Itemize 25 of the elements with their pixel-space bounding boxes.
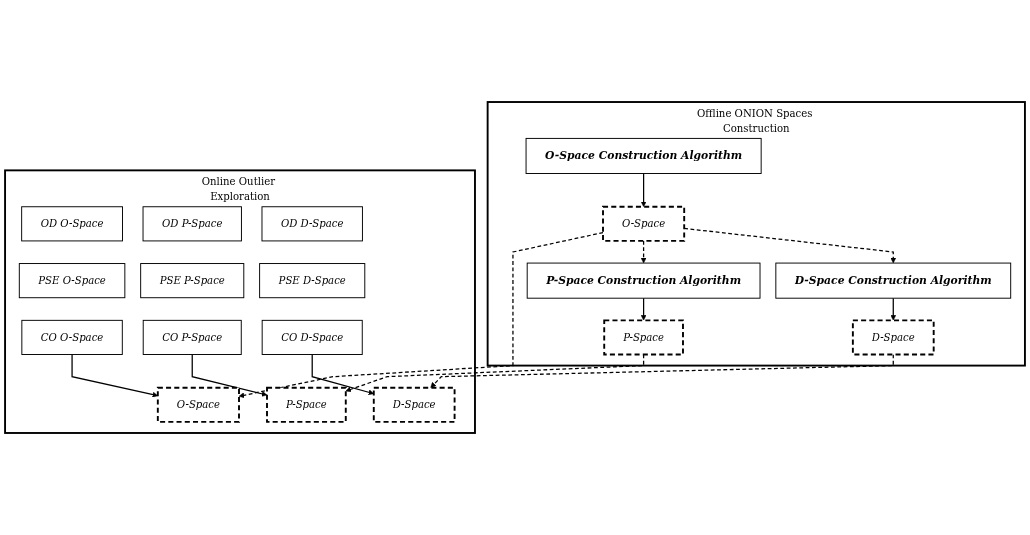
node-box: CO O-Space xyxy=(21,319,123,355)
node-box: OD D-Space xyxy=(261,206,363,242)
node-box: P-Space xyxy=(603,319,684,356)
node-box: CO P-Space xyxy=(142,319,242,355)
node-box: O-Space xyxy=(602,205,686,242)
node-box: PSE P-Space xyxy=(140,263,245,299)
arrow xyxy=(640,297,647,321)
node-box: CO D-Space xyxy=(261,319,363,355)
arrow xyxy=(640,240,647,264)
node-box: PSE O-Space xyxy=(18,263,126,299)
arrow xyxy=(345,353,645,393)
node-box: D-Space xyxy=(372,386,456,423)
node-box: O-Space Construction Algorithm xyxy=(525,137,762,174)
node-box: O-Space xyxy=(156,386,240,423)
node-box: P-Space xyxy=(266,386,347,423)
arrow xyxy=(640,172,647,207)
node-box: D-Space Construction Algorithm xyxy=(775,262,1012,299)
node-box: OD P-Space xyxy=(142,206,242,242)
node-box: P-Space Construction Algorithm xyxy=(526,262,761,299)
node-box: D-Space xyxy=(851,319,935,356)
arrow xyxy=(191,353,268,397)
node-box: OD O-Space xyxy=(21,206,123,242)
node-box: PSE D-Space xyxy=(259,263,366,299)
arrow xyxy=(890,297,897,321)
arrow xyxy=(430,353,894,388)
